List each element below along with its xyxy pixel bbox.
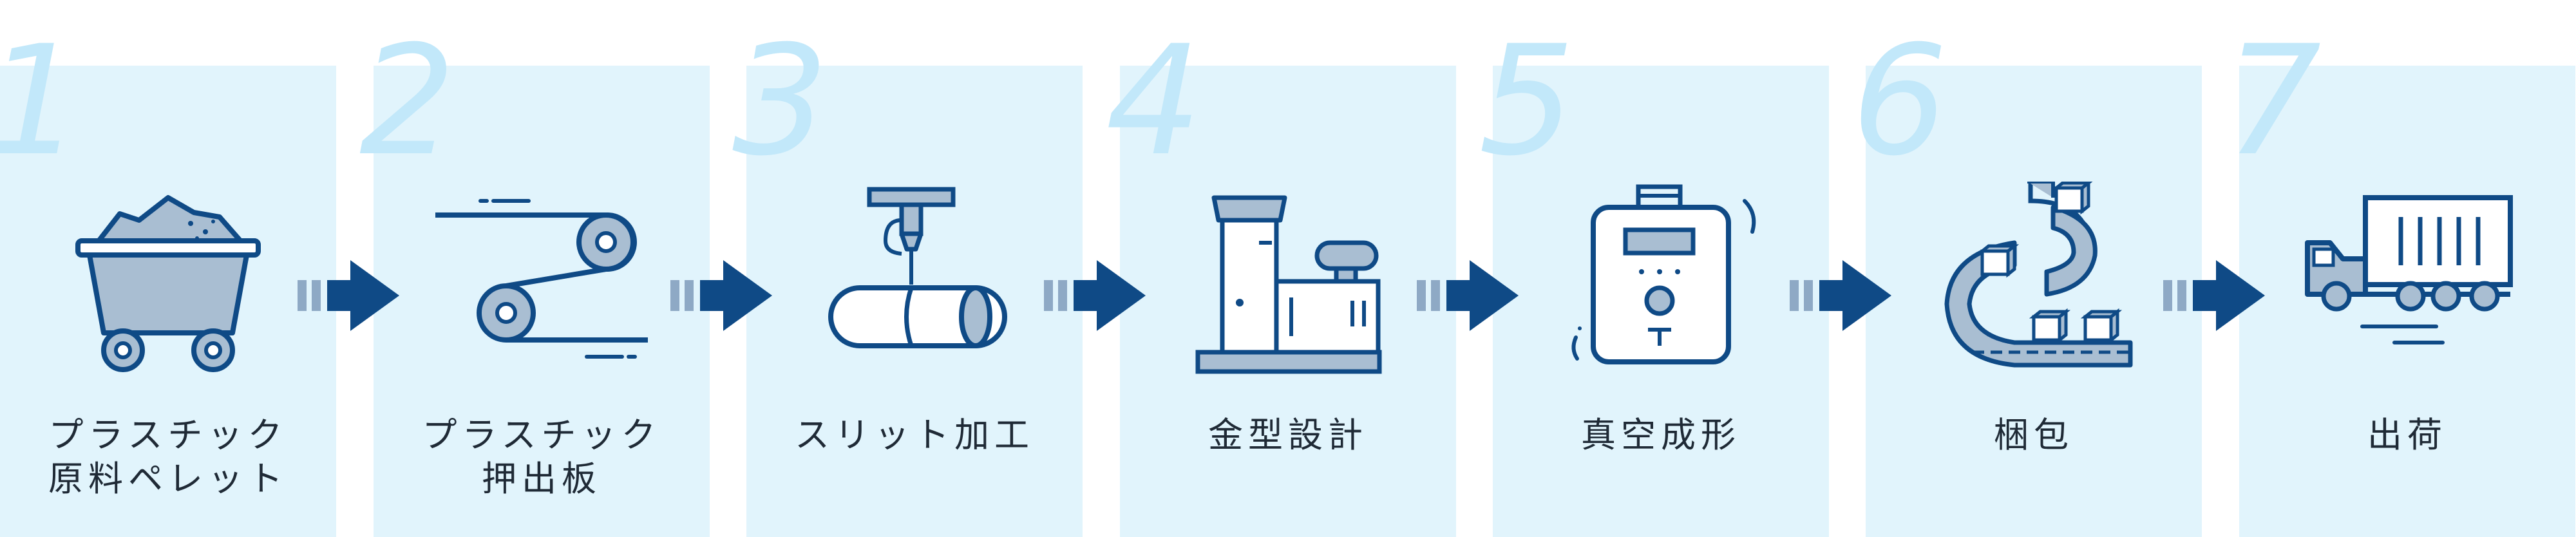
- step-number: 4: [1106, 14, 1202, 189]
- truck-icon: [2305, 195, 2513, 344]
- mold-machine-icon: [1195, 195, 1382, 374]
- step-number: 6: [1852, 14, 1948, 189]
- step-label: 出荷: [2367, 415, 2447, 455]
- vacuum-forming-machine-icon: [1571, 184, 1756, 364]
- step-arrow-icon: [670, 260, 772, 331]
- step-4: 4 金型設計: [1106, 26, 1456, 537]
- step-arrow-icon: [1044, 260, 1146, 331]
- step-label: 金型設計: [1208, 415, 1368, 455]
- step-label: スリット加工: [795, 415, 1034, 455]
- step-number: 3: [732, 14, 829, 189]
- step-arrow-icon: [298, 260, 399, 331]
- step-7: 7 出荷: [2225, 26, 2575, 537]
- step-number: 2: [359, 14, 456, 189]
- step-arrow-icon: [1417, 260, 1519, 331]
- step-2: 2 プラスチック押出板: [359, 26, 710, 537]
- step-number: 7: [2225, 14, 2322, 189]
- step-number: 5: [1479, 14, 1575, 189]
- step-arrow-icon: [1790, 260, 1891, 331]
- step-3: 3 スリット加工: [732, 26, 1083, 537]
- step-label: プラスチック押出板: [422, 415, 661, 499]
- step-5: 5 真空成形: [1479, 26, 1829, 537]
- step-label: 真空成形: [1581, 415, 1741, 455]
- step-6: 6 梱包: [1852, 26, 2202, 537]
- step-arrow-icon: [2163, 260, 2265, 331]
- roller-sheet-icon: [435, 199, 648, 359]
- ore-cart-icon: [75, 195, 261, 372]
- step-label: 梱包: [1994, 415, 2074, 455]
- packing-conveyor-icon: [1944, 182, 2133, 368]
- step-label: プラスチック原料ペレット: [48, 415, 288, 499]
- step-number: 1: [0, 26, 82, 177]
- slitter-icon: [828, 187, 1007, 348]
